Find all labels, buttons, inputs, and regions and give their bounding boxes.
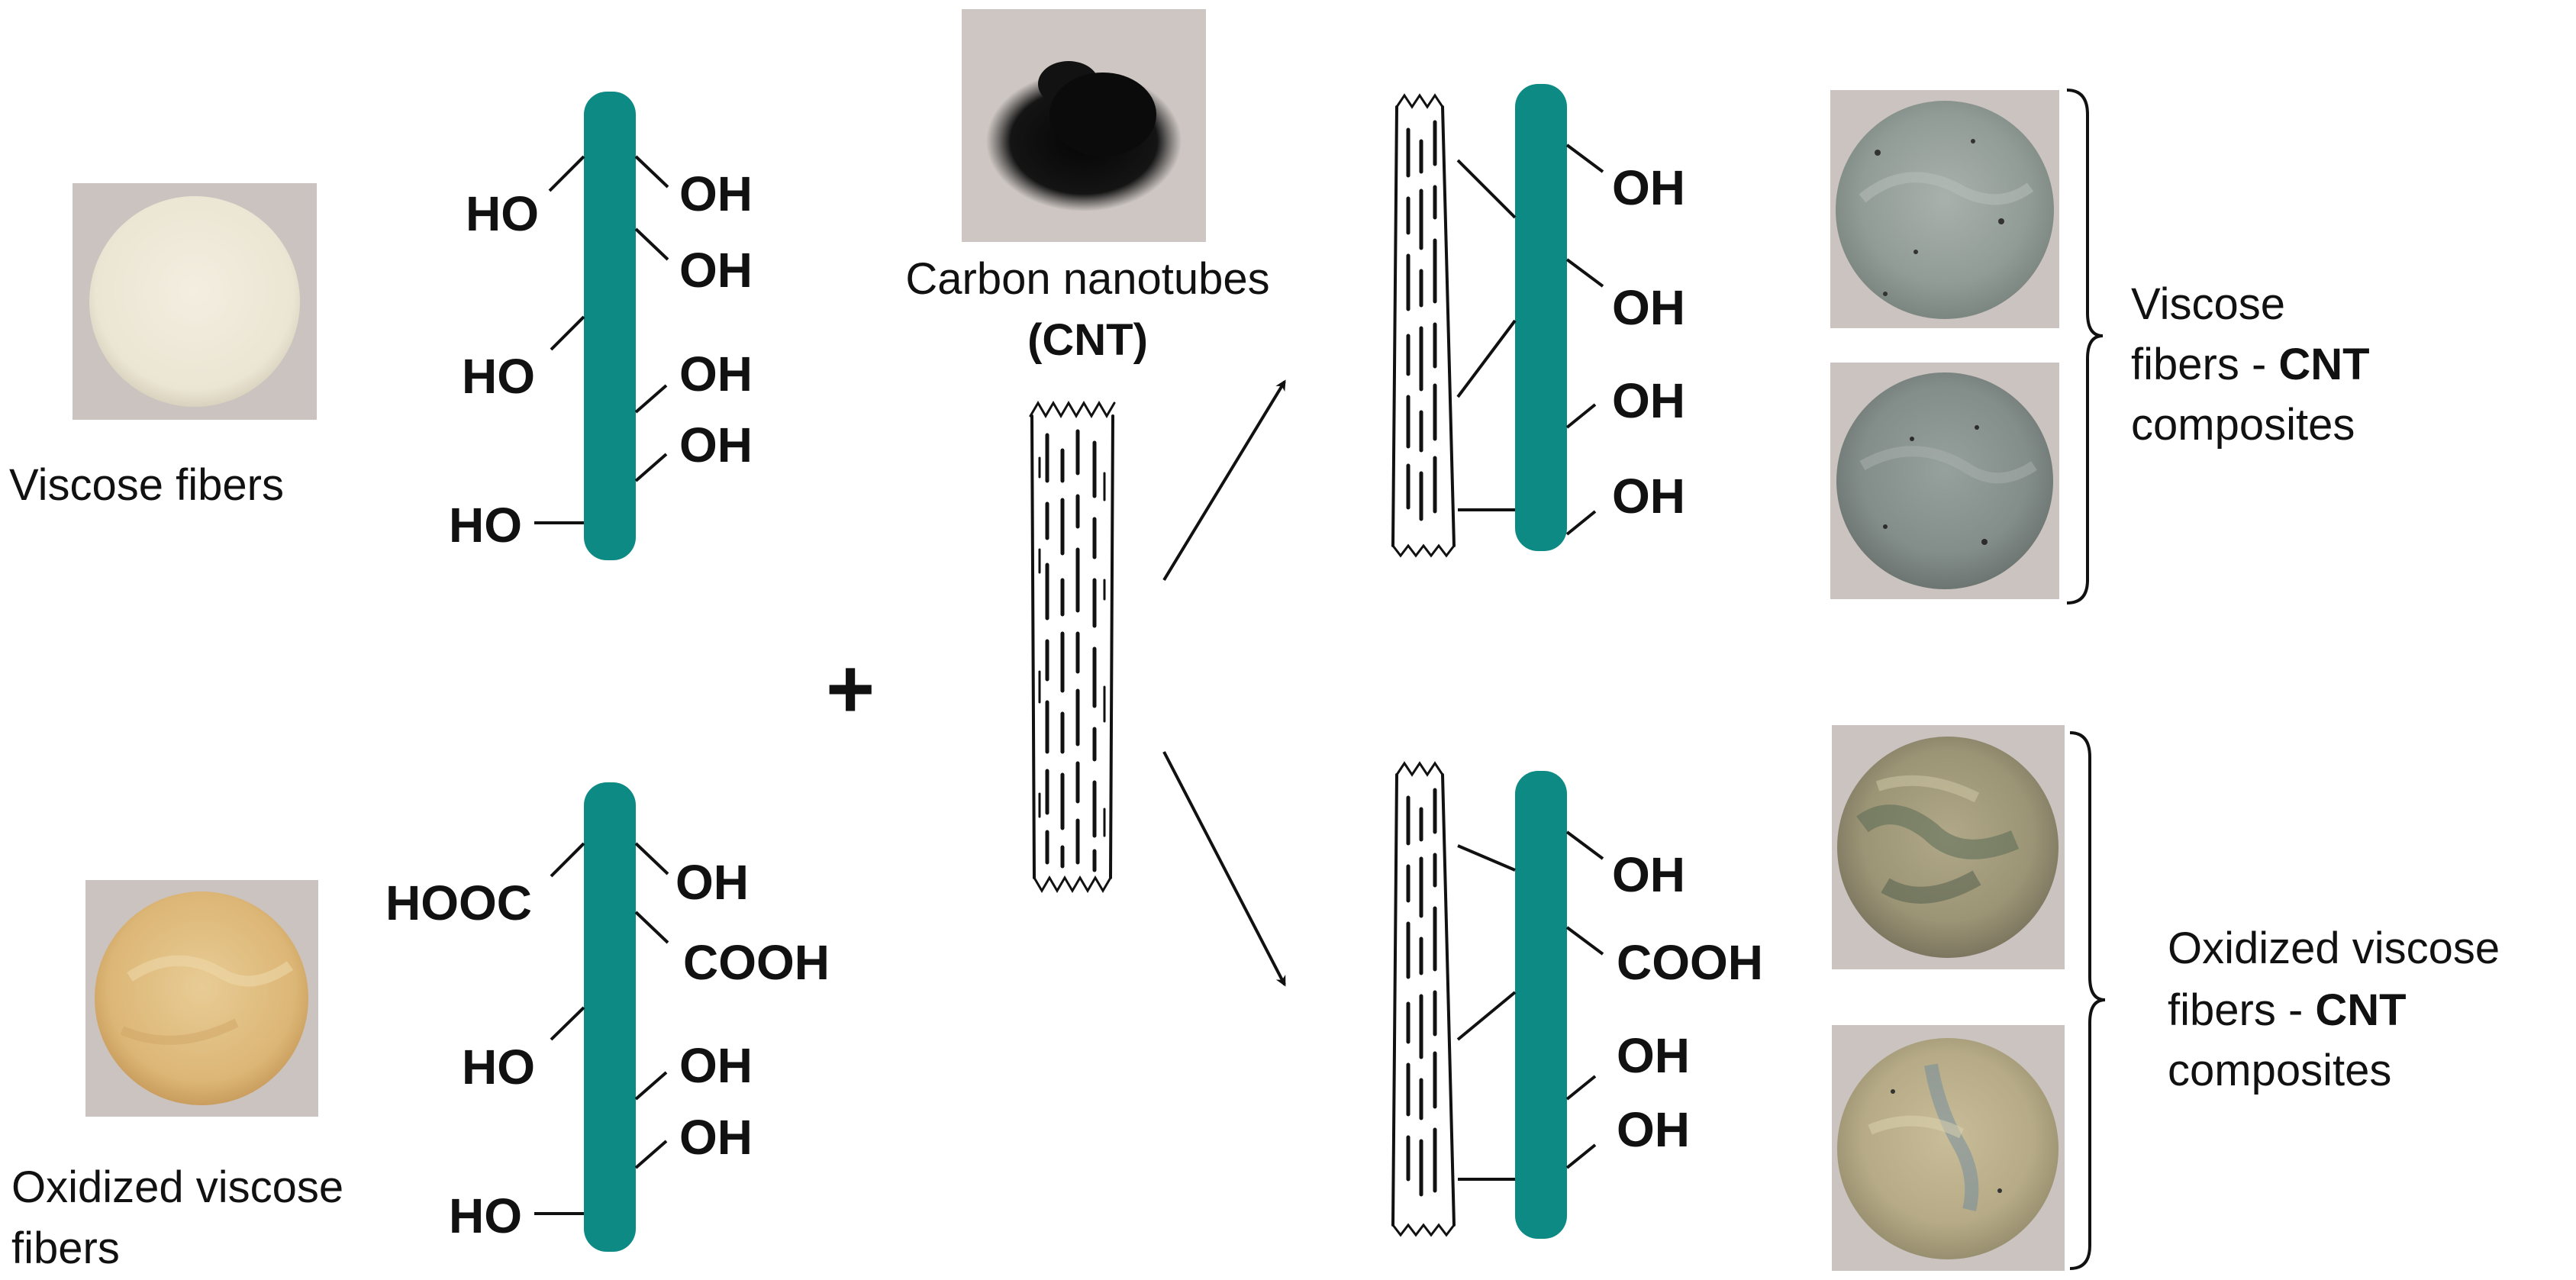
viscose-composite-oh-1: OH [1612,160,1685,215]
viscose-group-ho-2: HO [462,349,535,404]
viscose-composite-oh-2: OH [1612,280,1685,335]
viscose-composite-fiber-bar [1515,84,1567,551]
arrow-icon-down [1162,751,1286,987]
oxidized-group-ho-2: HO [449,1188,522,1243]
viscose-group-oh-4: OH [679,418,753,472]
viscose-group-ho-1: HO [466,186,539,241]
viscose-composite-label-cnt: CNT [2278,340,2369,389]
oxidized-composite-label-line2a: fibers - [2168,985,2315,1035]
oxidized-fiber-bar [584,782,636,1252]
oxidized-composite-label-line1: Oxidized viscose [2168,924,2500,973]
oxidized-group-oh-2: OH [679,1038,753,1093]
viscose-fiber-bar [584,92,636,560]
cnt-caption-line1: Carbon nanotubes [905,254,1269,304]
viscose-fibers-photo [73,183,317,420]
oxidized-composite-photo-2 [1832,1025,2065,1271]
composite-nanotube-top [1391,93,1456,558]
viscose-composite-label-line2a: fibers - [2131,340,2278,389]
oxidized-viscose-fibers-photo [85,880,318,1117]
arrow-icon-up [1162,379,1286,582]
oxidized-composite-oh-2: OH [1617,1028,1690,1083]
plus-icon: + [826,642,875,736]
oxidized-composite-label-cnt: CNT [2315,985,2406,1035]
oxidized-group-cooh: COOH [683,935,830,990]
viscose-group-oh-1: OH [679,166,753,221]
right-brace-icon-bottom [2069,731,2106,1270]
oxidized-viscose-caption-line1: Oxidized viscose [11,1162,343,1212]
composite-nanotube-bottom [1391,761,1456,1237]
viscose-group-oh-2: OH [679,243,753,298]
oxidized-group-ho-1: HO [462,1040,535,1095]
viscose-composite-label-line2: fibers - CNT [2131,340,2370,389]
oxidized-fiber-structure: HOOC OH COOH HO OH OH HO [385,782,830,1252]
viscose-composite-oh-3: OH [1612,373,1685,428]
viscose-group-ho-3: HO [449,498,522,553]
viscose-fibers-caption: Viscose fibers [9,460,284,510]
oxidized-group-oh-3: OH [679,1110,753,1165]
viscose-composite-oh-4: OH [1612,469,1685,524]
oxidized-composite-fiber-bar [1515,771,1567,1239]
oxidized-viscose-caption-line2: fibers [11,1224,120,1273]
viscose-group-oh-3: OH [679,347,753,401]
carbon-nanotube-icon [1029,401,1116,893]
oxidized-composite-label-line3: composites [2168,1046,2391,1095]
oxidized-composite-label-line2: fibers - CNT [2168,985,2407,1035]
viscose-composite-label-line1: Viscose [2131,279,2285,329]
oxidized-composite-oh-3: OH [1617,1102,1690,1157]
oxidized-group-hooc: HOOC [385,875,532,930]
oxidized-composite-structure: OH COOH OH OH [1391,761,1763,1239]
oxidized-composite-oh-1: OH [1612,847,1685,902]
viscose-composite-structure: OH OH OH OH [1391,84,1685,558]
right-brace-icon-top [2066,89,2104,605]
viscose-composite-label-line3: composites [2131,400,2355,450]
cnt-powder-photo [962,9,1206,242]
oxidized-group-oh-1: OH [675,855,749,910]
oxidized-composite-cooh: COOH [1617,935,1763,990]
viscose-composite-photo-2 [1830,363,2059,599]
cnt-caption-line2: (CNT) [1027,315,1148,365]
oxidized-composite-photo-1 [1832,725,2065,969]
viscose-fiber-structure: HO OH OH HO OH OH HO [449,92,753,560]
viscose-composite-photo-1 [1830,90,2059,328]
